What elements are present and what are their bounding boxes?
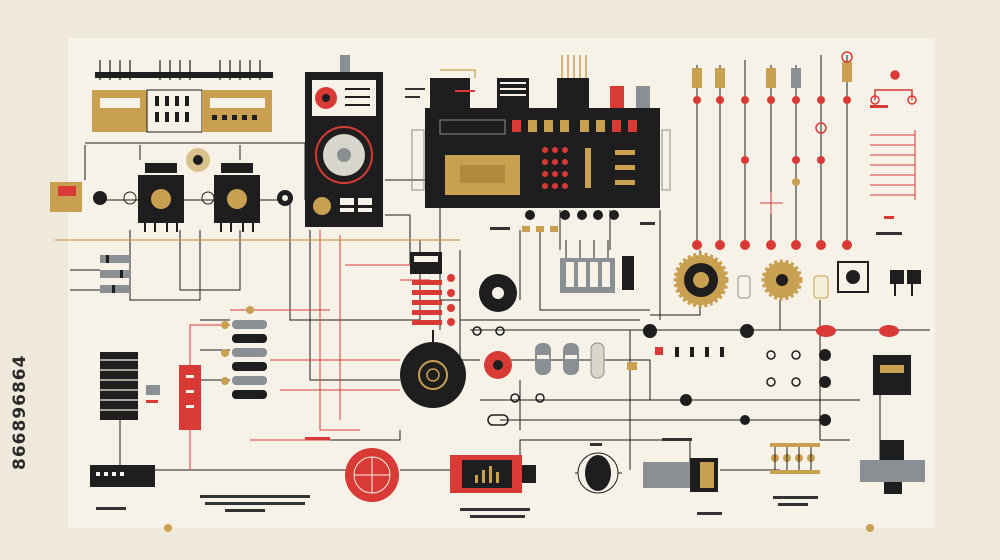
relay-module — [92, 90, 147, 132]
compass-gauge — [345, 448, 399, 502]
connector-pair — [890, 270, 921, 296]
power-supply-unit — [860, 355, 925, 494]
ic-chip — [522, 226, 634, 293]
resistor-stack — [100, 255, 130, 293]
vacuum-tube — [535, 342, 605, 379]
switch-box — [214, 163, 260, 232]
display-module — [410, 252, 442, 274]
terminal-ladder — [870, 130, 916, 200]
gear-icon — [761, 259, 803, 301]
switch-symbol — [870, 70, 917, 105]
gear-icon — [673, 252, 729, 308]
oscilloscope-module — [450, 455, 536, 493]
capacitor-stack — [221, 306, 267, 399]
relay-rack — [92, 60, 273, 133]
microphone-icon — [575, 452, 622, 494]
red-terminal-strip — [412, 274, 455, 326]
terminal-block — [627, 347, 724, 370]
panel-screw — [164, 524, 172, 532]
tiny-labels — [96, 88, 902, 518]
probe-array — [692, 51, 853, 250]
terminal-node — [123, 191, 137, 205]
relay-module — [202, 90, 272, 132]
main-circuit-board — [411, 55, 671, 220]
switch-box — [138, 163, 184, 232]
transformer-icon — [643, 458, 718, 492]
heatsink — [100, 352, 138, 420]
fuse-icon — [813, 275, 829, 299]
inductor-coil — [770, 443, 820, 474]
stock-id-text: 866896864 — [10, 354, 30, 470]
resistor-icon — [179, 365, 201, 430]
fuse-icon — [737, 275, 751, 299]
node-row — [472, 324, 899, 426]
dial-knob — [400, 330, 466, 408]
panel-screw — [866, 524, 874, 532]
amplifier-tower — [305, 55, 383, 227]
terminal-node — [93, 191, 107, 205]
